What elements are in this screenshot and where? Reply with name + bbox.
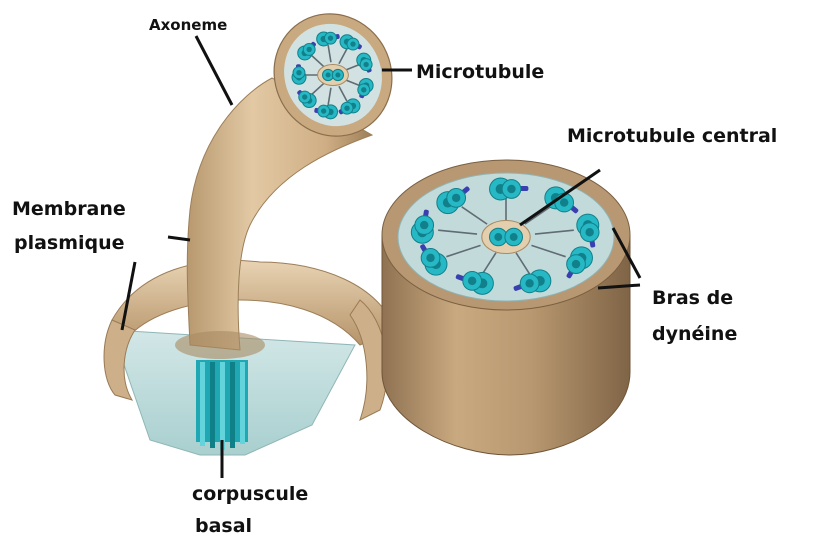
cilium-illustration xyxy=(104,0,413,455)
label-central-microtubule: Microtubule central xyxy=(567,125,777,147)
tip-doublet-b xyxy=(318,105,330,117)
label-basal-line2: basal xyxy=(195,515,252,537)
tip-doublet-b xyxy=(325,32,337,44)
axoneme-doublet-b xyxy=(421,249,440,268)
cilium-base-collar xyxy=(175,331,265,359)
label-dynein-line1: Bras de xyxy=(652,287,733,309)
membrane-leader-shaft xyxy=(168,237,190,240)
axoneme-doublet-b xyxy=(567,255,586,274)
label-axoneme: Axoneme xyxy=(149,16,227,34)
label-membrane-line2: plasmique xyxy=(14,232,125,254)
axoneme-doublet-b xyxy=(502,180,521,199)
label-membrane-line1: Membrane xyxy=(12,198,126,220)
label-dynein-line2: dynéine xyxy=(652,323,737,345)
tip-doublet-b xyxy=(360,59,372,71)
axoneme-doublet-b xyxy=(463,272,482,291)
axoneme-doublet-b xyxy=(415,216,434,235)
tip-doublet-b xyxy=(347,38,359,50)
tip-doublet-b xyxy=(341,102,353,114)
axoneme-cross-section xyxy=(382,160,630,455)
tip-central-pair xyxy=(318,65,349,86)
label-microtubule: Microtubule xyxy=(416,61,544,83)
tip-doublet-b xyxy=(358,84,370,96)
axoneme-doublet-b xyxy=(447,189,466,208)
axoneme-central-pair xyxy=(482,221,530,254)
axoneme-doublet-b xyxy=(580,223,599,242)
tip-doublet-b xyxy=(303,43,315,55)
tip-doublet-b xyxy=(299,91,311,103)
tip-doublet-b xyxy=(293,67,305,79)
label-basal-line1: corpuscule xyxy=(192,483,308,505)
axoneme-doublet-b xyxy=(520,274,539,293)
tip-central-microtubule xyxy=(332,69,343,80)
axoneme-central-microtubule xyxy=(505,228,523,246)
basal-body xyxy=(196,360,248,450)
axoneme-leader xyxy=(196,36,232,105)
